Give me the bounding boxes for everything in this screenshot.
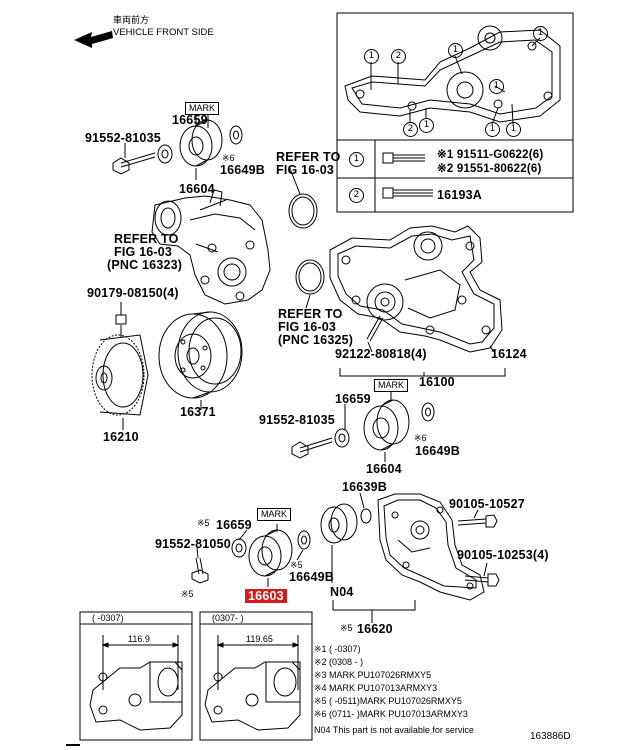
footnote: N04 This part is not available for servi… xyxy=(314,725,474,735)
bolt-91552-81050 xyxy=(191,557,209,584)
refer-label: REFER TO xyxy=(276,150,341,164)
part-label-16659: 16659 xyxy=(216,518,252,532)
mark-box: MARK xyxy=(374,379,409,392)
refer-label: FIG 16-03 xyxy=(114,245,173,259)
note-label: ※6 xyxy=(414,433,427,443)
inset-callout: 1 xyxy=(364,49,379,64)
table-row2-key: 2 xyxy=(349,188,364,203)
refer-label: (PNC 16325) xyxy=(278,333,354,347)
detail-left-dimension: 116.9 xyxy=(128,634,150,644)
part-label-16649b: 16649B xyxy=(289,570,334,584)
note-label: ※6 xyxy=(222,153,235,163)
refer-label: REFER TO xyxy=(114,232,179,246)
part-label-16620: 16620 xyxy=(357,622,393,636)
mark-box: MARK xyxy=(257,508,292,521)
inset-part-91551: ※2 91551-80622(6) xyxy=(437,163,542,175)
vehicle-front-arrow-icon xyxy=(74,31,113,48)
part-label-16603-highlighted[interactable]: 16603 xyxy=(245,589,287,603)
washer-top xyxy=(157,144,173,164)
footnote: ※5 ( -0511)MARK PU107026RMXY5 xyxy=(314,696,462,706)
inset-callout: 1 xyxy=(533,26,548,41)
part-label-90105-10527: 90105-10527 xyxy=(449,497,525,511)
footnote: ※1 ( -0307) xyxy=(314,644,361,654)
refer-label: (PNC 16323) xyxy=(107,258,183,272)
idler-pulley-n04 xyxy=(320,503,358,544)
bolt-90105-10527 xyxy=(457,514,498,528)
fan-pulley xyxy=(158,311,243,399)
detail-left-header: ( -0307) xyxy=(92,613,124,623)
inset-callout: 2 xyxy=(403,122,418,137)
mark-box: MARK xyxy=(185,102,220,115)
idler-pulley-mid xyxy=(363,399,410,451)
part-label-90179: 90179-08150(4) xyxy=(87,286,179,300)
direction-label-en: VEHICLE FRONT SIDE xyxy=(113,27,214,38)
part-label-16659: 16659 xyxy=(172,113,208,127)
inset-part-16193a: 16193A xyxy=(437,188,482,202)
bolt-91552-mid xyxy=(291,437,333,459)
inset-callout: 1 xyxy=(485,122,500,137)
note-label: ※5 xyxy=(290,560,303,570)
part-label-16210: 16210 xyxy=(103,430,139,444)
part-label-92122: 92122-80818(4) xyxy=(335,347,427,361)
detail-box-right xyxy=(199,611,313,741)
inset-part-91511: ※1 91511-G0622(6) xyxy=(437,149,544,161)
part-label-91552: 91552-81035 xyxy=(259,413,335,427)
bolt-90105-10253 xyxy=(464,573,500,587)
spacer-top xyxy=(229,125,243,145)
washer-mid xyxy=(334,428,350,448)
spacer-mid xyxy=(421,402,435,422)
footnote: ※2 (0308 - ) xyxy=(314,657,364,667)
gasket-ring-upper xyxy=(288,193,318,229)
footnote: ※3 MARK PU107026RMXY5 xyxy=(314,670,432,680)
part-label-16604: 16604 xyxy=(366,462,402,476)
water-inlet-housing xyxy=(151,189,271,305)
part-label-16100: 16100 xyxy=(419,375,455,389)
footnote: ※4 MARK PU107013ARMXY3 xyxy=(314,683,438,693)
refer-label: FIG 16-03 xyxy=(276,163,335,177)
spacer-low xyxy=(297,530,311,550)
refer-label: FIG 16-03 xyxy=(278,320,337,334)
refer-label: REFER TO xyxy=(278,307,343,321)
inset-callout: 1 xyxy=(448,43,463,58)
inset-callout: 1 xyxy=(506,122,521,137)
tensioner-bracket xyxy=(377,493,485,601)
note-label: ※5 xyxy=(197,518,210,528)
bolt-icon xyxy=(382,152,425,164)
footnote: ※6 (0711- )MARK PU107013ARMXY3 xyxy=(314,709,468,719)
inset-callout: 1 xyxy=(419,118,434,133)
spacer-16639b xyxy=(360,508,372,524)
part-label-16649b: 16649B xyxy=(415,444,460,458)
figure-id: 163886D xyxy=(530,731,571,742)
direction-label-jp: 車両前方 xyxy=(113,15,150,25)
part-label-16124: 16124 xyxy=(491,347,527,361)
table-row1-key: 1 xyxy=(349,152,364,167)
note-label: ※5 xyxy=(181,589,194,599)
part-label-16604: 16604 xyxy=(179,182,215,196)
part-label-16371: 16371 xyxy=(180,405,216,419)
bolt-91552-top xyxy=(112,152,156,175)
note-label: ※5 xyxy=(340,623,353,633)
part-label-16649b: 16649B xyxy=(220,163,265,177)
part-label-91552-81050: 91552-81050 xyxy=(155,537,231,551)
detail-right-dimension: 119.65 xyxy=(246,634,273,644)
inset-callout: 1 xyxy=(489,79,504,94)
idler-pulley-16603 xyxy=(248,529,293,577)
bolt-icon xyxy=(382,187,433,199)
inset-callout: 2 xyxy=(391,49,406,64)
detail-right-header: (0307- ) xyxy=(212,613,244,623)
part-label-16659: 16659 xyxy=(335,392,371,406)
gasket-ring-mid xyxy=(295,259,325,295)
part-label-n04: N04 xyxy=(330,585,354,599)
water-pump-assembly xyxy=(329,225,503,353)
detail-box-left xyxy=(79,611,193,741)
fan-clutch xyxy=(91,334,149,416)
part-label-91552: 91552-81035 xyxy=(85,131,161,145)
part-label-90105-10253: 90105-10253(4) xyxy=(457,548,549,562)
part-label-16639b: 16639B xyxy=(342,480,387,494)
washer-low xyxy=(231,538,247,558)
